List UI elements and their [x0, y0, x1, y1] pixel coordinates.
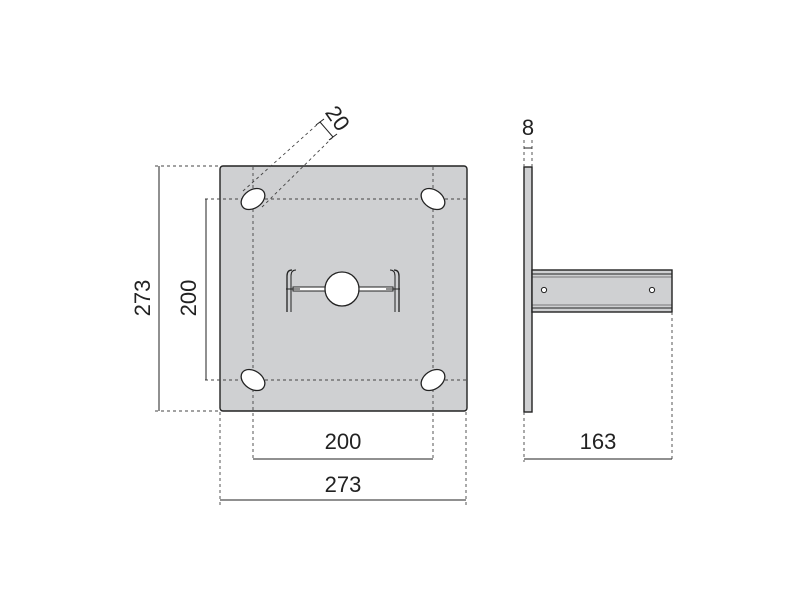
plate-width-label: 273 — [325, 472, 362, 497]
slot-hole-bottom-left — [240, 368, 266, 392]
plate-side-edge — [523, 166, 533, 413]
arm-hole-left — [540, 286, 548, 294]
slot-hole-bottom-right — [420, 368, 446, 392]
dimension-hole-spacing-horizontal: 200 — [253, 429, 433, 460]
arm-hole-right — [648, 286, 656, 294]
plate-thickness-label: 8 — [522, 115, 534, 140]
support-arm — [531, 269, 673, 313]
slot-width-label: 20 — [320, 101, 355, 135]
hole-spacing-vertical-label: 200 — [176, 280, 201, 317]
side-view: 8 163 — [522, 115, 673, 462]
center-profile — [286, 269, 400, 312]
arm-length-label: 163 — [580, 429, 617, 454]
slotted-holes — [240, 187, 446, 392]
dimension-arm-length: 163 — [523, 312, 673, 462]
front-view: 273 200 200 273 20 — [130, 101, 468, 505]
dimension-hole-spacing-vertical: 200 — [176, 199, 207, 380]
slot-hole-top-right — [420, 187, 446, 211]
dimension-plate-height: 273 — [130, 165, 221, 412]
dimension-plate-width: 273 — [219, 412, 467, 505]
plate-height-label: 273 — [130, 280, 155, 317]
dimension-plate-thickness: 8 — [522, 115, 534, 167]
center-hole — [324, 271, 360, 307]
hole-spacing-horizontal-label: 200 — [325, 429, 362, 454]
slot-hole-top-left — [240, 187, 266, 211]
